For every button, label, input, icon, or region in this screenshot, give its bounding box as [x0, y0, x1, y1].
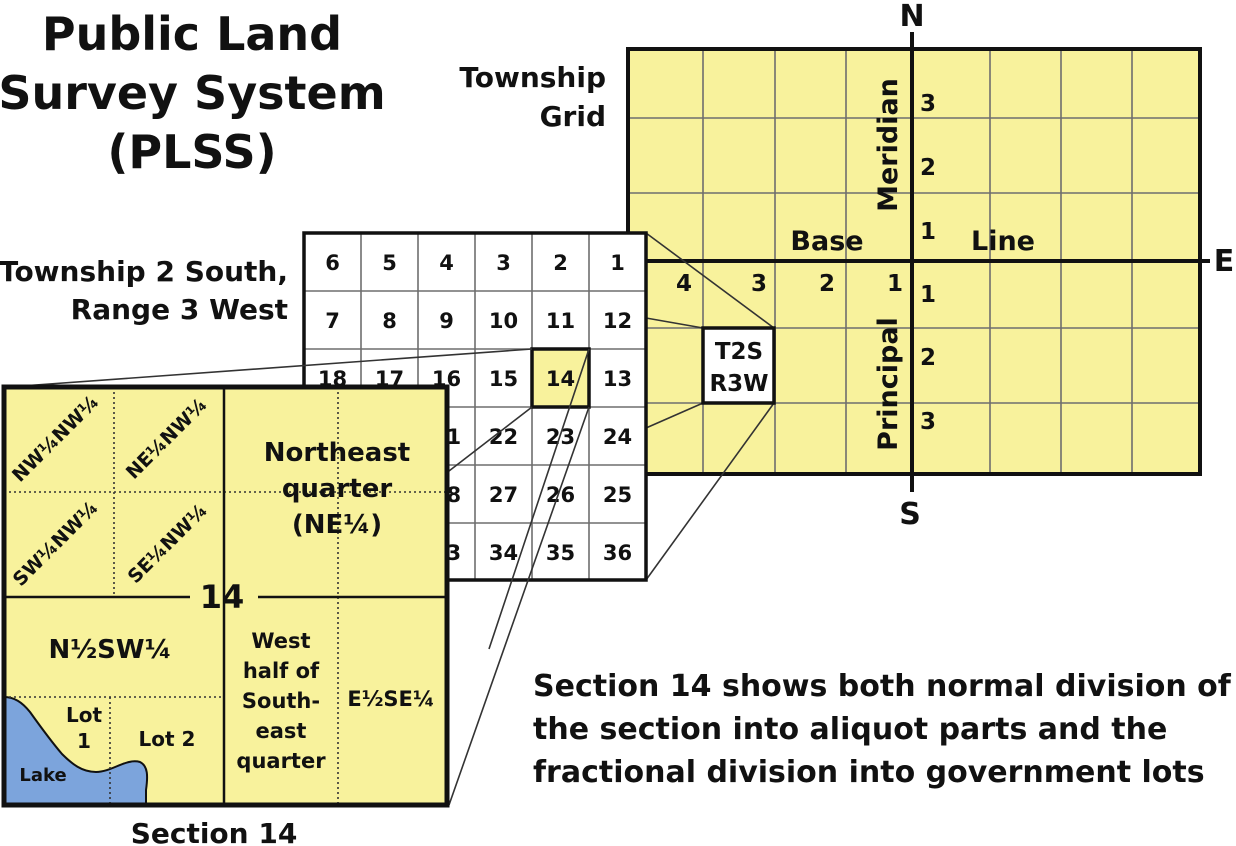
section-number: 14	[546, 367, 575, 391]
tier-number: 2	[920, 345, 936, 371]
section-number: 24	[603, 425, 632, 449]
tier-number: 2	[920, 155, 936, 181]
section-14-border	[1, 384, 450, 808]
section-number: 27	[489, 483, 518, 507]
section-number: 34	[489, 541, 518, 565]
section-number: 7	[325, 309, 340, 333]
section-number: 2	[553, 251, 568, 275]
lot2-label: Lot 2	[139, 727, 196, 751]
section-14-detail: 14 NW¼NW¼ NE¼NW¼ SW¼NW¼ SE¼NW¼ Northeast…	[1, 384, 450, 808]
section-number: 6	[325, 251, 340, 275]
t2s-label: T2S	[715, 339, 763, 365]
tier-number: 1	[920, 282, 936, 308]
r3w-label: R3W	[709, 371, 768, 397]
compass-east: E	[1214, 244, 1235, 279]
section-number: 1	[610, 251, 625, 275]
title-line: Public Land	[42, 7, 342, 61]
tier-number: 1	[920, 219, 936, 245]
section-number: 11	[546, 309, 575, 333]
section-number: 5	[382, 251, 397, 275]
w-half-se-label: quarter	[236, 749, 326, 773]
ne-quarter-label: quarter	[282, 474, 393, 504]
range-number: 2	[819, 271, 835, 297]
compass-south: S	[899, 497, 921, 532]
section-number: 4	[439, 251, 454, 275]
aliquot-dotted-lines	[4, 387, 447, 805]
range-number: 1	[887, 271, 903, 297]
compass-north: N	[899, 0, 924, 34]
e-half-se-label: E½SE¼	[347, 687, 434, 711]
section-number: 3	[496, 251, 511, 275]
township-label: Range 3 West	[71, 293, 288, 326]
township-grid-label: Township	[459, 61, 606, 94]
section-number: 36	[603, 541, 632, 565]
lot1-label: Lot	[66, 703, 102, 727]
section-number: 13	[603, 367, 632, 391]
township-grid-label: Grid	[540, 100, 606, 133]
section-number: 8	[382, 309, 397, 333]
description-line: Section 14 shows both normal division of	[533, 669, 1232, 704]
t2s-r3w-box	[701, 326, 776, 405]
ne-quarter-label: (NE¼)	[292, 510, 382, 540]
n-half-sw-label: N½SW¼	[49, 635, 172, 665]
lake-shape	[3, 695, 149, 806]
ne-quarter-label: Northeast	[264, 438, 410, 468]
township-label: Township 2 South,	[0, 255, 288, 288]
w-half-se-label: South-	[242, 689, 320, 713]
section-14-highlight-border	[530, 347, 591, 409]
range-number: 4	[676, 271, 692, 297]
title-line: Survey System	[0, 66, 386, 120]
section-number: 10	[489, 309, 518, 333]
section-14-caption: Section 14	[131, 817, 298, 846]
line-label: Line	[971, 226, 1035, 257]
description-line: the section into aliquot parts and the	[533, 712, 1167, 747]
tier-number: 3	[920, 409, 936, 435]
section-number: 9	[439, 309, 454, 333]
description-line: fractional division into government lots	[533, 755, 1205, 790]
tier-number: 3	[920, 91, 936, 117]
township-connector-lines	[645, 232, 775, 581]
meridian-label: Meridian	[873, 78, 904, 212]
section-number: 35	[546, 541, 575, 565]
section-number: 25	[603, 483, 632, 507]
lot1-label: 1	[77, 729, 91, 753]
w-half-se-label: West	[251, 629, 310, 653]
range-number: 3	[751, 271, 767, 297]
section-connector-lines	[7, 348, 590, 806]
section-number: 12	[603, 309, 632, 333]
w-half-se-label: east	[256, 719, 307, 743]
section-number: 15	[489, 367, 518, 391]
principal-label: Principal	[873, 317, 904, 451]
section-14-number: 14	[200, 578, 245, 616]
title-line: (PLSS)	[107, 125, 276, 179]
lake-label: Lake	[19, 765, 66, 786]
w-half-se-label: half of	[243, 659, 320, 683]
base-label: Base	[790, 226, 863, 257]
